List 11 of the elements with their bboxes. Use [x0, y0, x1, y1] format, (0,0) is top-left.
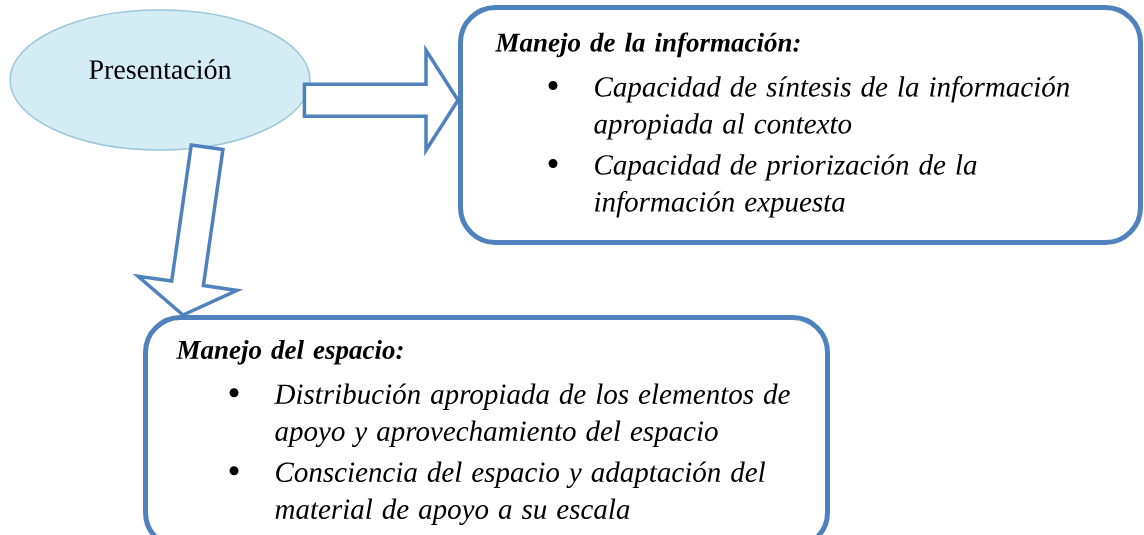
rounded-text-box [143, 315, 830, 535]
ellipse-node [9, 9, 311, 151]
box-heading: Manejo del espacio: [176, 340, 403, 365]
block-arrow [302, 44, 461, 157]
box-heading: Manejo de la información: [495, 32, 800, 58]
bullet-item: Distribución apropiada de los elementos de apoyo y aprovechamiento del espacio [274, 383, 790, 447]
bullet-item: Capacidad de priorización de la información expuesta [595, 154, 977, 218]
node-label: Presentación [89, 59, 232, 79]
bullet-item: Consciencia del espacio y adaptación del material de apoyo a su escala [275, 461, 766, 525]
bullet-item: Capacidad de síntesis de la información apropiada al contexto [594, 76, 1070, 140]
rounded-text-box [458, 5, 1143, 245]
